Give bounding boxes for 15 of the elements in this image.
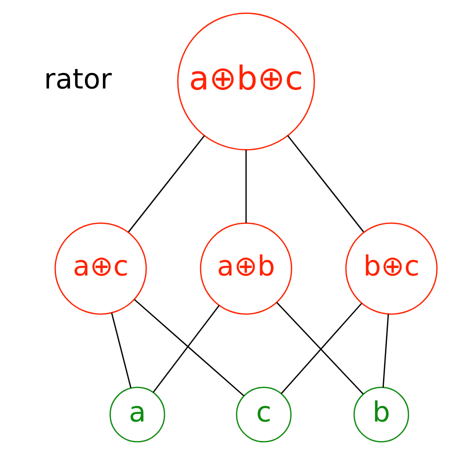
connector	[287, 135, 364, 232]
node-circle: a⊕c	[54, 222, 147, 315]
node-circle: c	[236, 386, 292, 442]
label: rator	[44, 62, 112, 96]
connector	[134, 299, 244, 396]
node-circle: b⊕c	[345, 222, 438, 315]
connector	[245, 150, 247, 223]
node-circle: a⊕b	[200, 222, 292, 315]
node-circle: b	[354, 386, 410, 442]
node-circle: a	[110, 386, 166, 442]
connector	[382, 314, 389, 388]
connector	[152, 304, 220, 393]
connector	[111, 312, 132, 388]
node-circle: a⊕b⊕c	[177, 12, 315, 150]
connector	[128, 135, 205, 232]
